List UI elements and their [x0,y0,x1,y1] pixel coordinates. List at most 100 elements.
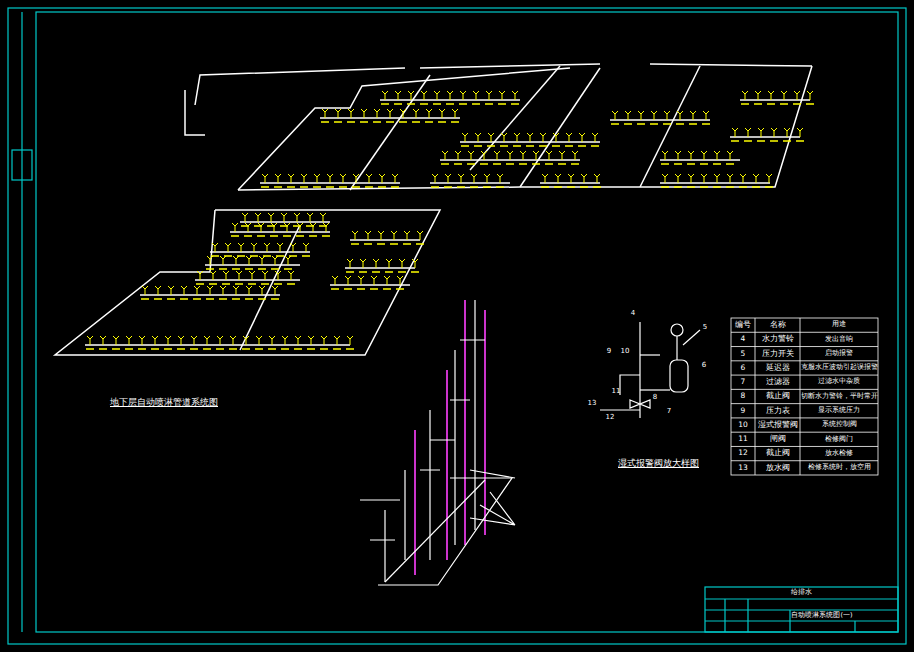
sprinkler-head [473,91,479,100]
pipe-size-mark [320,348,328,350]
pipe-size-mark [333,348,341,350]
sprinkler-head [499,91,505,100]
pipe-size-mark [461,145,469,147]
sprinkler-head [242,213,248,222]
pipe-size-mark [767,103,775,105]
sprinkler-head [340,174,346,183]
pipe-size-mark [425,121,433,123]
sprinkler-head [217,336,223,345]
sprinkler-head [87,336,93,345]
sprinkler-head [651,111,657,120]
pipe-size-mark [347,121,355,123]
sprinkler-head [400,109,406,118]
pipe-size-mark [164,348,172,350]
sprinkler-head [488,133,494,142]
sprinkler-head [426,109,432,118]
sprinkler-head [542,174,548,183]
sprinkler-head [662,174,668,183]
pipe-size-mark [513,145,521,147]
sprinkler-head [662,151,668,160]
sprinkler-head [484,174,490,183]
sprinkler-head [784,128,790,137]
pipe-size-mark [248,283,256,285]
pipe-size-mark [571,163,579,165]
pipe-size-mark [624,123,632,125]
sprinkler-head [262,271,268,280]
pipe-size-mark [346,271,354,273]
sprinkler-head [210,271,216,280]
pipe-size-mark [431,186,439,188]
sprinkler-head [447,91,453,100]
sprinkler-head [391,231,397,240]
pipe-size-mark [498,103,506,105]
drawing-label: 截止阀 [766,449,790,457]
sprinkler-head [308,336,314,345]
pipe-size-mark [383,288,391,290]
pipe-size-mark [151,348,159,350]
pipe-size-mark [754,103,762,105]
pipe-size-mark [360,121,368,123]
sprinkler-head [197,271,203,280]
drawing-label: 9 [607,348,611,356]
drawing-label: 12 [738,449,748,457]
sprinkler-head [455,151,461,160]
sprinkler-head [675,151,681,160]
drawing-label: 4 [631,310,635,318]
sprinkler-head [527,133,533,142]
sprinkler-head [677,111,683,120]
sprinkler-head [439,109,445,118]
sprinkler-head [378,231,384,240]
sprinkler-head [781,91,787,100]
sprinkler-head [290,243,296,252]
pipe-size-mark [245,268,253,270]
pipe-size-mark [689,123,697,125]
pipe-size-mark [451,121,459,123]
sprinkler-head [566,133,572,142]
sprinkler-head [395,91,401,100]
sprinkler-head [272,286,278,295]
pipe-size-mark [372,271,380,273]
drawing-label: 湿式报警阀放大样图 [618,459,699,468]
pipe-size-mark [661,186,669,188]
pipe-size-mark [687,186,695,188]
branch-pipe [610,119,710,120]
pipe-size-mark [138,348,146,350]
sprinkler-head [282,336,288,345]
sprinkler-head [533,151,539,160]
sprinkler-head [284,223,290,232]
sprinkler-head [249,271,255,280]
sprinkler-head [404,231,410,240]
sprinkler-head [475,133,481,142]
pipe-size-mark [650,123,658,125]
sprinkler-head [486,91,492,100]
pipe-size-mark [796,140,804,142]
drawing-label: 切断水力警铃，平时常开 [801,393,878,400]
sprinkler-head [301,174,307,183]
sprinkler-head [434,91,440,100]
branch-pipe [210,251,310,252]
sprinkler-head [233,256,239,265]
sprinkler-head [353,174,359,183]
pipe-size-mark [731,140,739,142]
sprinkler-head [445,174,451,183]
pipe-size-mark [578,145,586,147]
pipe-size-mark [268,348,276,350]
pipe-size-mark [370,288,378,290]
pipe-size-mark [438,121,446,123]
pipe-size-mark [307,348,315,350]
sprinkler-head [275,174,281,183]
sprinkler-head [288,174,294,183]
pipe-size-mark [713,163,721,165]
drawing-label: 10 [621,348,630,356]
pipe-size-mark [193,298,201,300]
pipe-size-mark [687,163,695,165]
pipe-size-mark [219,268,227,270]
pipe-size-mark [661,163,669,165]
sprinkler-head [255,213,261,222]
drawing-label: 给排水 [791,589,812,596]
pipe-size-mark [391,186,399,188]
drawing-label: 过滤器 [766,378,790,386]
sprinkler-head [727,151,733,160]
pipe-size-mark [441,163,449,165]
pipe-size-mark [483,186,491,188]
